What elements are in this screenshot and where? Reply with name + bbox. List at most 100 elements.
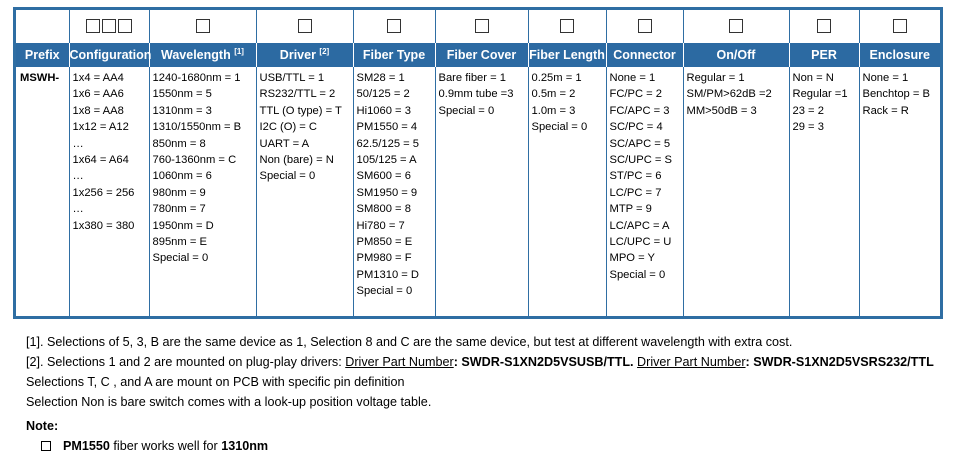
enclosure-box-cell [859,10,940,43]
per-checkbox[interactable] [817,19,831,34]
driver-checkbox[interactable] [297,19,312,34]
on-off-options: Regular = 1 SM/PM>62dB =2 MM>50dB = 3 [683,67,790,316]
option-item: Rack = R [862,104,909,117]
note-bullet-wavelength: 1310nm [221,439,269,453]
note-bullet-fiber: PM1550 [63,439,110,453]
fiber-cover-options: Bare fiber = 1 0.9mm tube =3 Special = 0 [435,67,529,316]
option-item: 0.5m = 2 [531,88,576,101]
option-item: Benchtop = B [862,88,931,101]
option-item: 1x12 = A12 [72,121,129,134]
option-item: SM28 = 1 [356,72,405,84]
configuration-checkbox-1[interactable] [86,19,100,34]
wavelength-box-cell [149,10,257,43]
option-item: 0.9mm tube =3 [438,88,514,101]
driver-box-cell [256,10,354,43]
on-off-header: On/Off [683,43,790,67]
fiber-length-checkbox[interactable] [560,19,574,34]
option-item: Regular =1 [792,88,848,101]
option-item: LC/APC = A [609,219,670,232]
option-item: PM980 = F [356,252,412,265]
configuration-header: Configuration [69,43,151,67]
configuration-box-cell [69,10,150,43]
on-off-box-cell [683,10,790,43]
option-item: LC/PC = 7 [609,186,662,199]
option-item: MM>50dB = 3 [686,104,757,117]
option-item: Hi780 = 7 [356,219,405,232]
option-item: Special = 0 [438,104,495,117]
per-header: PER [789,43,860,67]
wavelength-footnote-ref: [1] [234,47,244,57]
fiber-cover-box-cell [435,10,529,43]
option-item: 760-1360nm = C [152,154,237,167]
option-item: TTL (O type) = T [259,104,342,117]
enclosure-header: Enclosure [859,43,940,67]
option-item: MTP = 9 [609,203,652,216]
footnote-1: [1]. Selections of 5, 3, B are the same … [26,335,793,349]
prefix-header: Prefix [16,43,70,67]
option-item: 850nm = 8 [152,137,206,150]
fiber-length-box-cell [528,10,607,43]
option-item: … [72,137,84,150]
driver-part-number-label-2: Driver Part Number [637,355,746,369]
option-item: 1950nm = D [152,219,214,232]
driver-header: Driver [2] [256,43,354,67]
option-item: 1x256 = 256 [72,186,135,199]
wavelength-checkbox[interactable] [195,19,210,34]
on-off-checkbox[interactable] [729,19,743,34]
option-item: LC/UPC = U [609,236,672,249]
option-item: MPO = Y [609,252,656,265]
configuration-checkbox-3[interactable] [118,19,132,34]
connector-box-cell [606,10,684,43]
fiber-type-header: Fiber Type [353,43,436,67]
option-item: FC/APC = 3 [609,104,670,117]
option-item: 1310nm = 3 [152,104,212,117]
option-item: 29 = 3 [792,121,824,134]
fiber-cover-checkbox[interactable] [474,19,489,34]
option-item: 105/125 = A [356,154,417,167]
option-item: 980nm = 9 [152,186,206,199]
fiber-type-checkbox[interactable] [387,19,401,34]
note-bullet-text: fiber works well for [109,439,222,453]
configuration-options: 1x4 = AA4 1x6 = AA6 1x8 = AA8 1x12 = A12 … 1x… [69,67,150,316]
option-item: FC/PC = 2 [609,88,663,101]
option-item: SM800 = 8 [356,203,411,216]
option-item: SC/APC = 5 [609,137,671,150]
connector-header: Connector [606,43,684,67]
option-item: Special = 0 [152,252,209,265]
option-item: … [72,203,84,216]
driver-part-number-label-1: Driver Part Number [345,355,454,369]
square-bullet-icon [41,440,51,451]
option-item: PM850 = E [356,236,413,249]
enclosure-options: None = 1 Benchtop = B Rack = R [859,67,940,316]
option-item: SM1950 = 9 [356,186,418,199]
enclosure-checkbox[interactable] [892,19,907,34]
option-item: 1x4 = AA4 [72,72,124,84]
option-item: 0.25m = 1 [531,72,582,84]
option-item: 62.5/125 = 5 [356,137,420,150]
connector-checkbox[interactable] [637,19,652,34]
option-item: None = 1 [862,72,909,84]
per-box-cell [789,10,860,43]
option-item: SM/PM>62dB =2 [686,88,772,101]
option-item: 1x8 = AA8 [72,104,124,117]
driver-part-number-rs232: : SWDR-S1XN2D5VSRS232/TTL [745,355,934,369]
option-item: I2C (O) = C [259,121,318,134]
note-title: Note: [26,419,59,433]
option-item: PM1310 = D [356,268,420,281]
driver-header-label: Driver [279,48,316,63]
option-item: Regular = 1 [686,72,745,84]
selection-box-row [16,10,940,43]
configuration-checkbox-2[interactable] [102,19,116,34]
option-item: 1x6 = AA6 [72,88,124,101]
option-item: Non = N [792,72,834,84]
option-item: 895nm = E [152,236,207,249]
footnote-bare-line: Selection Non is bare switch comes with … [26,395,432,409]
option-item: Bare fiber = 1 [438,72,506,84]
notes-section: [1]. Selections of 5, 3, B are the same … [26,332,951,456]
